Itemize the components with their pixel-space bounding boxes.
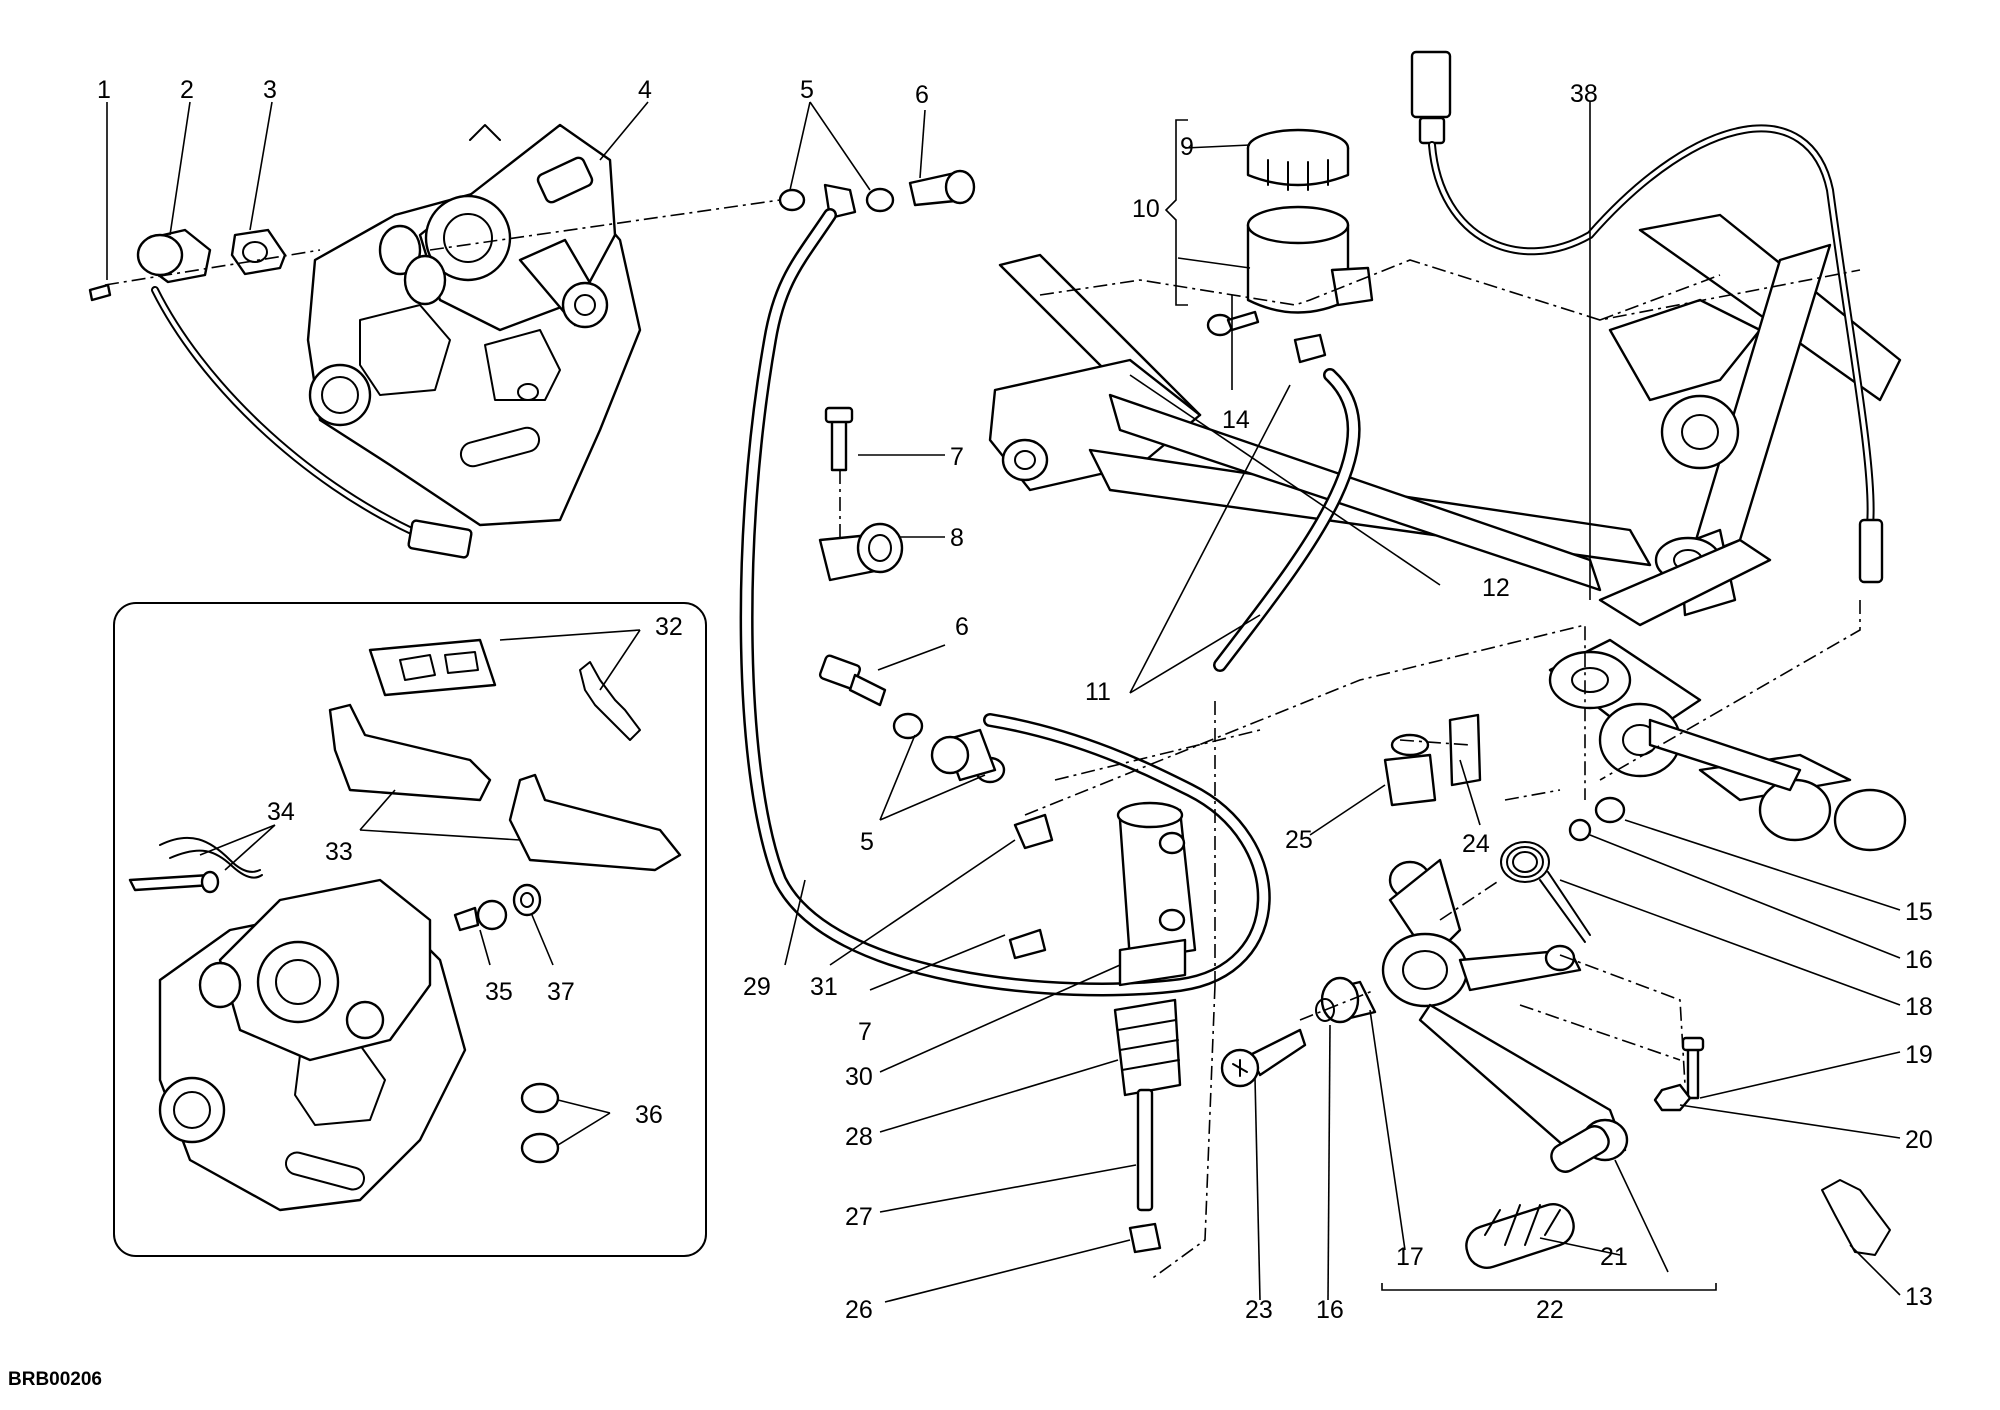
fluid-reservoir bbox=[1206, 128, 1374, 337]
callout-28: 28 bbox=[845, 1123, 873, 1151]
callout-9: 9 bbox=[1180, 133, 1194, 161]
washer-15 bbox=[1594, 796, 1626, 824]
callout-34: 34 bbox=[267, 798, 295, 826]
callout-22: 22 bbox=[1536, 1296, 1564, 1324]
callout-4: 4 bbox=[638, 76, 652, 104]
callout-20: 20 bbox=[1905, 1126, 1933, 1154]
callout-5: 5 bbox=[800, 76, 814, 104]
callout-6: 6 bbox=[915, 81, 929, 109]
callout-7: 7 bbox=[950, 443, 964, 471]
bolt-19 bbox=[1686, 1046, 1700, 1100]
callout-19: 19 bbox=[1905, 1041, 1933, 1069]
return-spring bbox=[1500, 841, 1591, 943]
pedal-rubber bbox=[1465, 1203, 1575, 1269]
callout-35: 35 bbox=[485, 978, 513, 1006]
callout-8: 8 bbox=[950, 524, 964, 552]
clamp-13 bbox=[1821, 1179, 1891, 1256]
callout-5b: 5 bbox=[860, 828, 874, 856]
pivot-hardware bbox=[1220, 976, 1377, 1088]
callout-3: 3 bbox=[263, 76, 277, 104]
callout-2: 2 bbox=[180, 76, 194, 104]
callout-31: 31 bbox=[810, 973, 838, 1001]
rear-brake-caliper bbox=[306, 123, 642, 527]
assembly-lines bbox=[104, 199, 1861, 1281]
cap-37 bbox=[512, 883, 542, 917]
callout-30: 30 bbox=[845, 1063, 873, 1091]
pad-spring-32 bbox=[368, 638, 641, 741]
callout-labels: 1 2 3 4 5 6 9 10 14 7 8 6 5 12 11 38 25 … bbox=[8, 76, 1933, 1390]
callout-23: 23 bbox=[1245, 1296, 1273, 1324]
callout-32: 32 bbox=[655, 613, 683, 641]
callout-33: 33 bbox=[325, 838, 353, 866]
callout-21: 21 bbox=[1600, 1243, 1628, 1271]
leader-lines bbox=[106, 101, 1901, 1303]
inset-caliper bbox=[158, 878, 467, 1212]
bolt-and-fitting bbox=[818, 406, 904, 582]
callout-6b: 6 bbox=[955, 613, 969, 641]
callout-18: 18 bbox=[1905, 993, 1933, 1021]
callout-38: 38 bbox=[1570, 80, 1598, 108]
callout-16: 16 bbox=[1905, 946, 1933, 974]
callout-17: 17 bbox=[1396, 1243, 1424, 1271]
pad-pin-34 bbox=[128, 836, 263, 894]
bleed-screw-35 bbox=[453, 899, 508, 932]
brake-hose-upper bbox=[778, 169, 976, 220]
callout-29: 29 bbox=[743, 973, 771, 1001]
sensor-connector bbox=[407, 519, 473, 559]
washer-16 bbox=[1568, 818, 1592, 842]
callout-26: 26 bbox=[845, 1296, 873, 1324]
stop-light-switch bbox=[1383, 713, 1482, 807]
drawing-code: BRB00206 bbox=[8, 1369, 102, 1390]
callout-15: 15 bbox=[1905, 898, 1933, 926]
callout-12: 12 bbox=[1482, 574, 1510, 602]
brake-pedal-lever bbox=[1381, 858, 1629, 1173]
callout-25: 25 bbox=[1285, 826, 1313, 854]
callout-37: 37 bbox=[547, 978, 575, 1006]
callout-27: 27 bbox=[845, 1203, 873, 1231]
inset-panel bbox=[113, 602, 707, 1257]
callout-16b: 16 bbox=[1316, 1296, 1344, 1324]
callout-14: 14 bbox=[1222, 406, 1250, 434]
callout-13: 13 bbox=[1905, 1283, 1933, 1311]
bushing-36 bbox=[520, 1082, 560, 1164]
callout-7b: 7 bbox=[858, 1018, 872, 1046]
bracket-10 bbox=[1164, 119, 1188, 306]
callout-10: 10 bbox=[1132, 195, 1160, 223]
nut-20 bbox=[1653, 1083, 1692, 1112]
callout-11: 11 bbox=[1085, 678, 1111, 706]
master-cylinder bbox=[1008, 801, 1197, 1254]
callout-36: 36 bbox=[635, 1101, 663, 1129]
speed-sensor bbox=[88, 228, 287, 302]
callout-24: 24 bbox=[1462, 830, 1490, 858]
callout-1: 1 bbox=[97, 76, 111, 104]
brake-pads-33 bbox=[328, 703, 682, 872]
sensor-cable-38 bbox=[1410, 50, 1452, 145]
banjo-lower bbox=[818, 654, 1006, 784]
